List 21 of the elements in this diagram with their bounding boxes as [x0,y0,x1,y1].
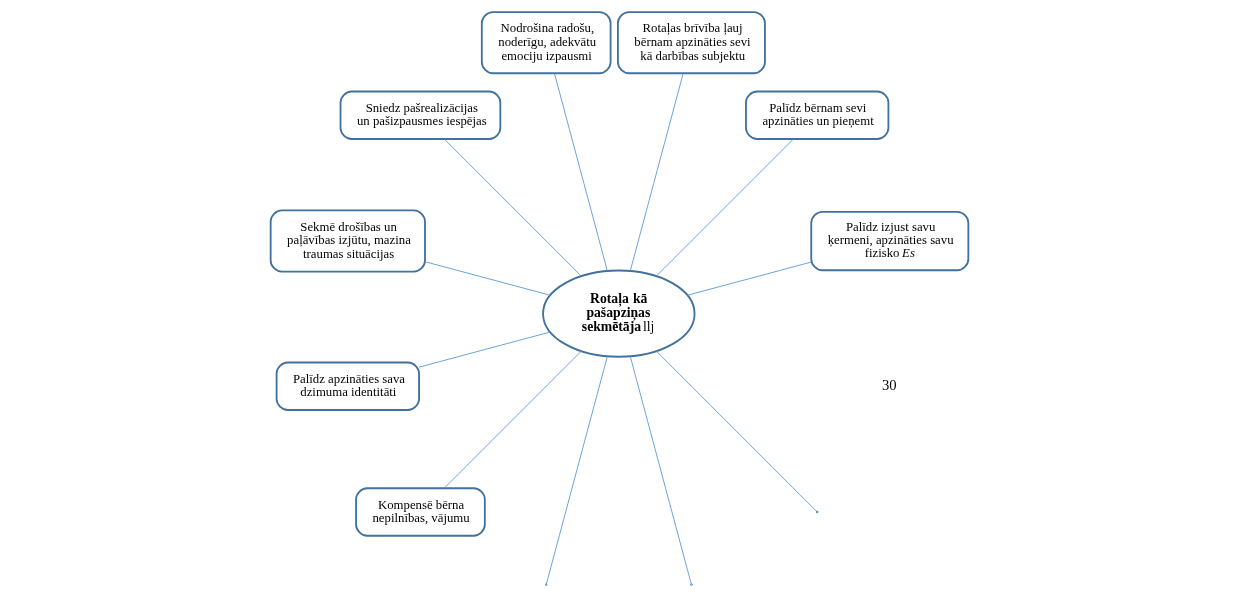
connector [687,261,812,296]
connector [545,356,608,585]
node-box: Palīdz apzināties sava dzimuma identitāti [275,361,420,411]
label: 30 [882,376,897,393]
node-ellipse: Rotaļa kā pašapziņas sekmētājallj [542,269,696,358]
node-box: Rotaļas brīvība ļauj bērnam apzināties sevi kā darbības subjektu [617,11,766,75]
node-box: Palīdz bērnam sevi apzināties un pieņemt [745,90,890,140]
node-box: Nodrošina radošu, noderīgu, adekvātu emociju izpausmi [480,11,612,75]
connector [424,261,551,296]
connector [443,350,582,489]
node-box: Sniedz pašrealizācijas un pašizpausmes iespējas [339,90,502,140]
connector [418,331,551,368]
connector [629,73,684,272]
connector [629,356,692,585]
connector [655,138,794,277]
connector [443,138,582,277]
connector [655,350,818,513]
node-box: Sekmē drošības un paļāvības izjūtu, mazina traumas situācijas [269,209,426,273]
node-box: Palīdz izjust savu ķermeni, apzināties savu fizisko Es [810,210,970,272]
connector [554,73,608,272]
node-box: Kompensē bērna nepilnības, vājumu [355,487,486,537]
